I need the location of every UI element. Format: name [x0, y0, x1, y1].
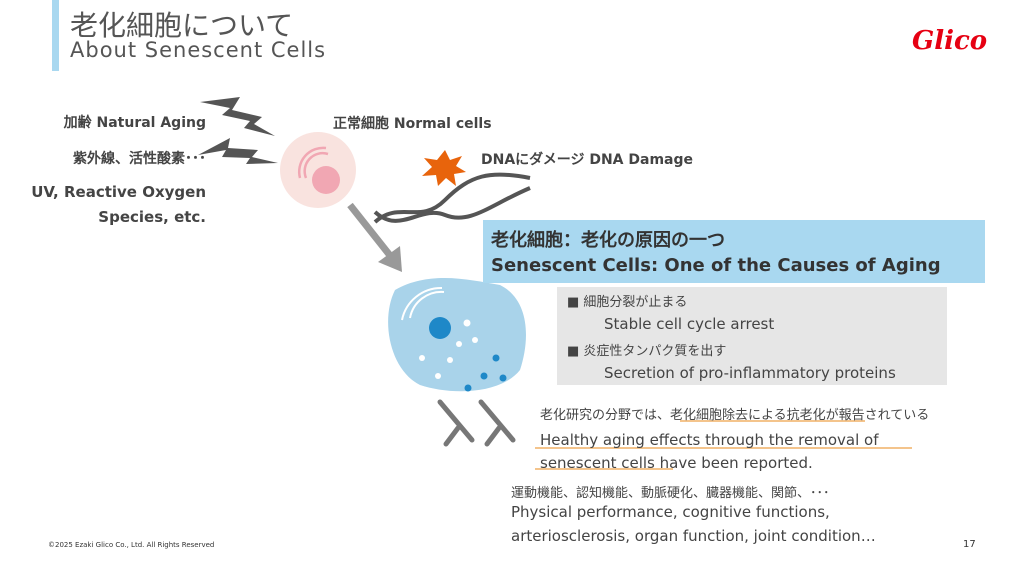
cause-aging: 加齢 Natural Aging — [63, 115, 206, 131]
dna-damage-label: DNAにダメージ DNA Damage — [481, 152, 694, 168]
effects-en2: arteriosclerosis, organ function, joint … — [511, 527, 876, 545]
glico-logo: Glico — [912, 26, 988, 56]
feature-2-jp: ■ 炎症性タンパク質を出す — [567, 344, 727, 359]
lightning-icon — [198, 97, 278, 164]
feature-2-en: Secretion of pro-inflammatory proteins — [604, 364, 896, 382]
senescent-box-en: Senescent Cells: One of the Causes of Ag… — [491, 255, 941, 276]
page-number: 17 — [963, 539, 976, 550]
page-subtitle: About Senescent Cells — [70, 38, 327, 62]
title-accent-bar — [52, 0, 59, 71]
effects-en1: Physical performance, cognitive function… — [511, 503, 830, 521]
research-en2: senescent cells have been reported. — [540, 454, 813, 472]
damage-burst-icon — [422, 150, 466, 186]
features-box: ■ 細胞分裂が止まる Stable cell cycle arrest ■ 炎症… — [557, 287, 947, 385]
highlight-underlines — [535, 420, 912, 470]
feature-1-en: Stable cell cycle arrest — [604, 315, 775, 333]
effects-jp: 運動機能、認知機能、動脈硬化、臓器機能、関節、･･･ — [511, 486, 830, 501]
page-title: 老化細胞について — [70, 9, 294, 42]
cause-uv-jp: 紫外線、活性酸素･･･ — [73, 151, 206, 167]
senescent-cells-box: 老化細胞：老化の原因の一つ Senescent Cells: One of th… — [483, 220, 985, 283]
senescent-cell-icon — [388, 278, 526, 392]
research-en1: Healthy aging effects through the remova… — [540, 431, 879, 449]
senescent-box-jp: 老化細胞：老化の原因の一つ — [491, 230, 725, 251]
sword-icon — [437, 399, 516, 447]
dna-icon — [373, 172, 531, 224]
cause-uv-en1: UV, Reactive Oxygen — [31, 183, 206, 201]
research-jp: 老化研究の分野では、老化細胞除去による抗老化が報告されている — [540, 408, 930, 423]
normal-cell-icon — [280, 132, 356, 208]
copyright: ©2025 Ezaki Glico Co., Ltd. All Rights R… — [48, 541, 215, 549]
feature-1-jp: ■ 細胞分裂が止まる — [567, 295, 688, 310]
arrow-icon — [347, 202, 402, 272]
normal-cells-label: 正常細胞 Normal cells — [333, 116, 492, 132]
cause-uv-en2: Species, etc. — [98, 208, 206, 226]
